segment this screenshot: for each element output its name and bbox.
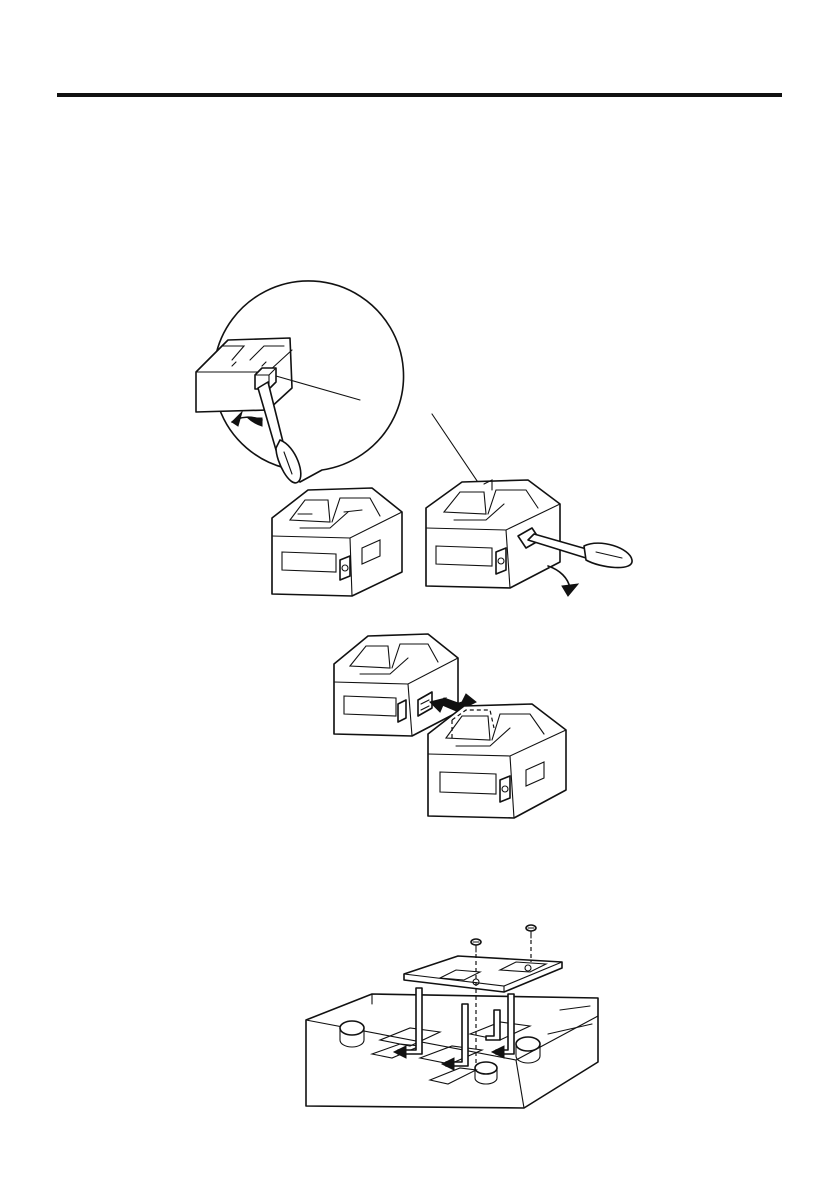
unlatch-connector-cover-illustration bbox=[196, 281, 632, 596]
charger-bases bbox=[306, 994, 598, 1108]
attach-joining-plate-illustration bbox=[306, 925, 598, 1108]
charger-front bbox=[428, 704, 566, 818]
magnified-callout bbox=[196, 281, 404, 483]
charger-left bbox=[272, 488, 402, 596]
joining-plate bbox=[404, 956, 562, 992]
connect-two-chargers-illustration bbox=[334, 634, 566, 818]
screw bbox=[526, 925, 536, 962]
charger-right bbox=[426, 480, 632, 596]
charger-back bbox=[334, 634, 458, 736]
